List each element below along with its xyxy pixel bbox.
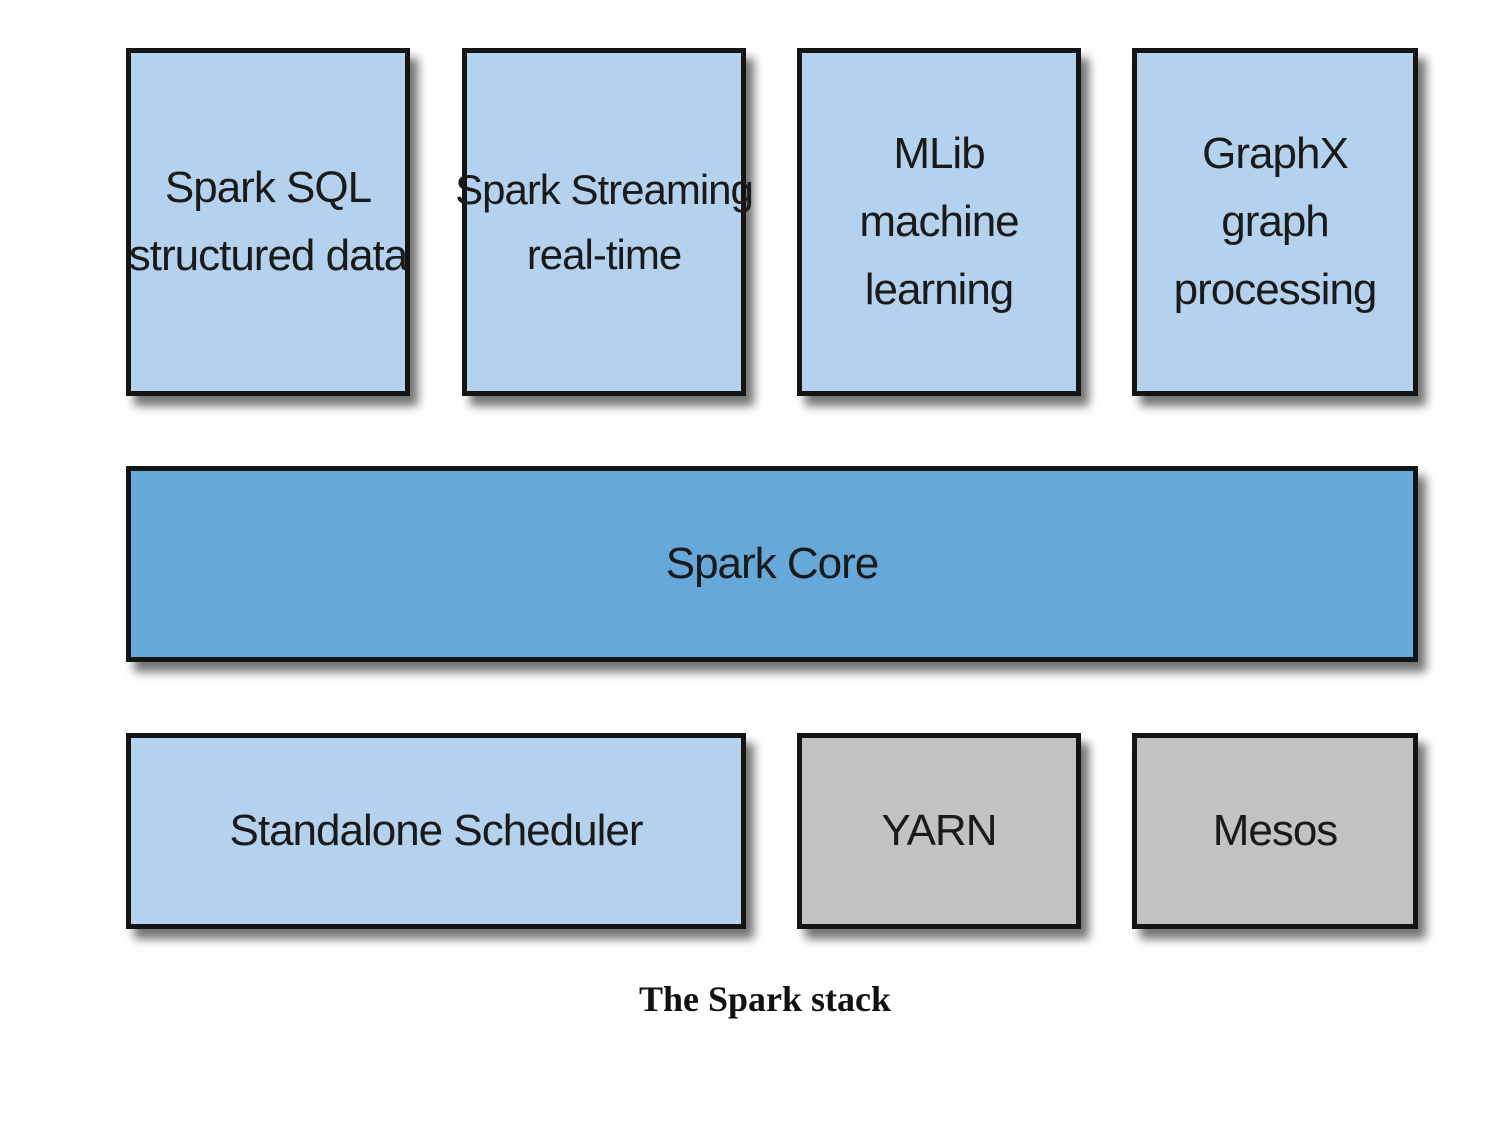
standalone-scheduler-label: Standalone Scheduler [229, 805, 644, 855]
graphx-box: GraphX graph processing [1132, 48, 1418, 396]
mlib-box: MLib machine learning [797, 48, 1081, 396]
graphx-subtitle-line1: graph [1221, 196, 1330, 246]
spark-streaming-title: Spark Streaming [455, 165, 754, 213]
figure-caption: The Spark stack [638, 979, 892, 1019]
spark-core-label: Spark Core [665, 538, 880, 588]
mlib-subtitle-line1: machine [859, 196, 1019, 246]
spark-streaming-subtitle: real-time [526, 231, 682, 278]
spark-core-box: Spark Core [126, 466, 1418, 662]
standalone-scheduler-box: Standalone Scheduler [126, 733, 746, 929]
mesos-label: Mesos [1212, 805, 1339, 855]
mesos-box: Mesos [1132, 733, 1418, 929]
yarn-label: YARN [881, 805, 998, 855]
mlib-subtitle-line2: learning [864, 265, 1015, 315]
mlib-title: MLib [893, 128, 985, 178]
spark-sql-box: Spark SQL structured data [126, 48, 410, 396]
yarn-box: YARN [797, 733, 1081, 929]
spark-sql-subtitle: structured data [128, 231, 408, 280]
graphx-subtitle-line2: processing [1173, 265, 1378, 315]
spark-streaming-box: Spark Streaming real-time [455, 48, 754, 396]
graphx-title: GraphX [1202, 128, 1349, 178]
spark-sql-title: Spark SQL [164, 162, 372, 212]
